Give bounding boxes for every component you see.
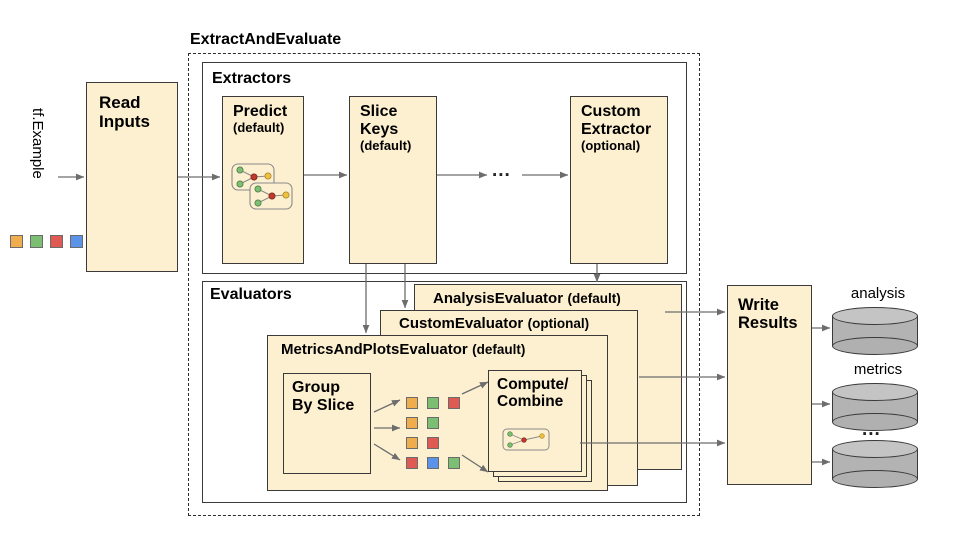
extractor-predict-qualifier: (default)	[233, 119, 285, 135]
extractor-custom-line1: Custom	[581, 103, 641, 120]
extractors-ellipsis: ...	[492, 160, 511, 181]
extractor-custom-node[interactable]: Custom Extractor (optional)	[570, 96, 668, 264]
group-by-slice-line1: Group	[292, 379, 340, 396]
slice-chip-r0c0	[406, 397, 418, 409]
cylinder-top	[832, 383, 918, 401]
cylinder-bottom	[832, 337, 918, 355]
read-inputs-line2: Inputs	[99, 112, 150, 132]
evaluator-metrics-plots-qualifier: (default)	[472, 342, 526, 357]
group-by-slice-node[interactable]: Group By Slice	[283, 373, 371, 474]
read-inputs-line1: Read	[99, 93, 141, 112]
extractor-slice-keys-line1: Slice	[360, 103, 398, 120]
write-results-line2: Results	[738, 314, 798, 333]
group-by-slice-line2: By Slice	[292, 396, 355, 414]
extractor-slice-keys-line2: Keys	[360, 120, 399, 138]
extractor-slice-keys-node[interactable]: Slice Keys (default)	[349, 96, 437, 264]
cylinder-bottom	[832, 413, 918, 431]
compute-combine-line2: Combine	[497, 393, 564, 411]
slice-chip-r3c0	[406, 457, 418, 469]
write-results-line1: Write	[738, 296, 779, 314]
cylinder-top	[832, 440, 918, 458]
output-label-analysis: analysis	[850, 285, 906, 302]
source-chip-1	[30, 235, 43, 248]
output-cylinder-analysis[interactable]	[832, 307, 918, 355]
slice-chip-r2c1	[427, 437, 439, 449]
cylinder-top	[832, 307, 918, 325]
extract-and-evaluate-label: ExtractAndEvaluate	[190, 31, 342, 48]
write-results-node[interactable]: Write Results	[727, 285, 812, 485]
output-cylinder-other[interactable]	[832, 440, 918, 488]
compute-combine-graph-icon	[502, 428, 550, 451]
slice-chip-r0c2	[448, 397, 460, 409]
extractors-label: Extractors	[212, 70, 292, 87]
cylinder-bottom	[832, 470, 918, 488]
output-label-ellipsis: ...	[862, 419, 881, 440]
extractor-slice-keys-qualifier: (default)	[360, 137, 412, 153]
source-chip-3	[70, 235, 83, 248]
evaluator-metrics-plots-name: MetricsAndPlotsEvaluator	[281, 341, 468, 358]
output-label-metrics: metrics	[853, 361, 903, 378]
evaluators-label: Evaluators	[210, 286, 292, 303]
source-label: tf.Example	[29, 108, 46, 179]
compute-combine-node[interactable]: Compute/ Combine	[488, 370, 582, 472]
extractor-predict-node[interactable]: Predict (default)	[222, 96, 304, 264]
evaluator-analysis-qualifier: (default)	[567, 291, 621, 306]
source-chip-2	[50, 235, 63, 248]
evaluator-custom-name: CustomEvaluator	[399, 315, 524, 332]
output-cylinder-metrics[interactable]	[832, 383, 918, 431]
predict-graph-icon	[231, 163, 293, 210]
slice-chip-r3c2	[448, 457, 460, 469]
evaluator-custom-qualifier: (optional)	[527, 316, 590, 331]
slice-chip-r2c0	[406, 437, 418, 449]
slice-chip-r1c1	[427, 417, 439, 429]
slice-chip-r3c1	[427, 457, 439, 469]
compute-combine-line1: Compute/	[497, 376, 569, 393]
extractor-predict-line1: Predict	[233, 103, 288, 120]
extractor-custom-line2: Extractor	[581, 120, 652, 138]
read-inputs-node[interactable]: Read Inputs	[86, 82, 178, 272]
slice-chip-r1c0	[406, 417, 418, 429]
source-chip-0	[10, 235, 23, 248]
slice-chip-r0c1	[427, 397, 439, 409]
extract-and-evaluate-group	[188, 53, 700, 516]
extractor-custom-qualifier: (optional)	[581, 137, 641, 153]
evaluator-analysis-name: AnalysisEvaluator	[433, 290, 564, 307]
